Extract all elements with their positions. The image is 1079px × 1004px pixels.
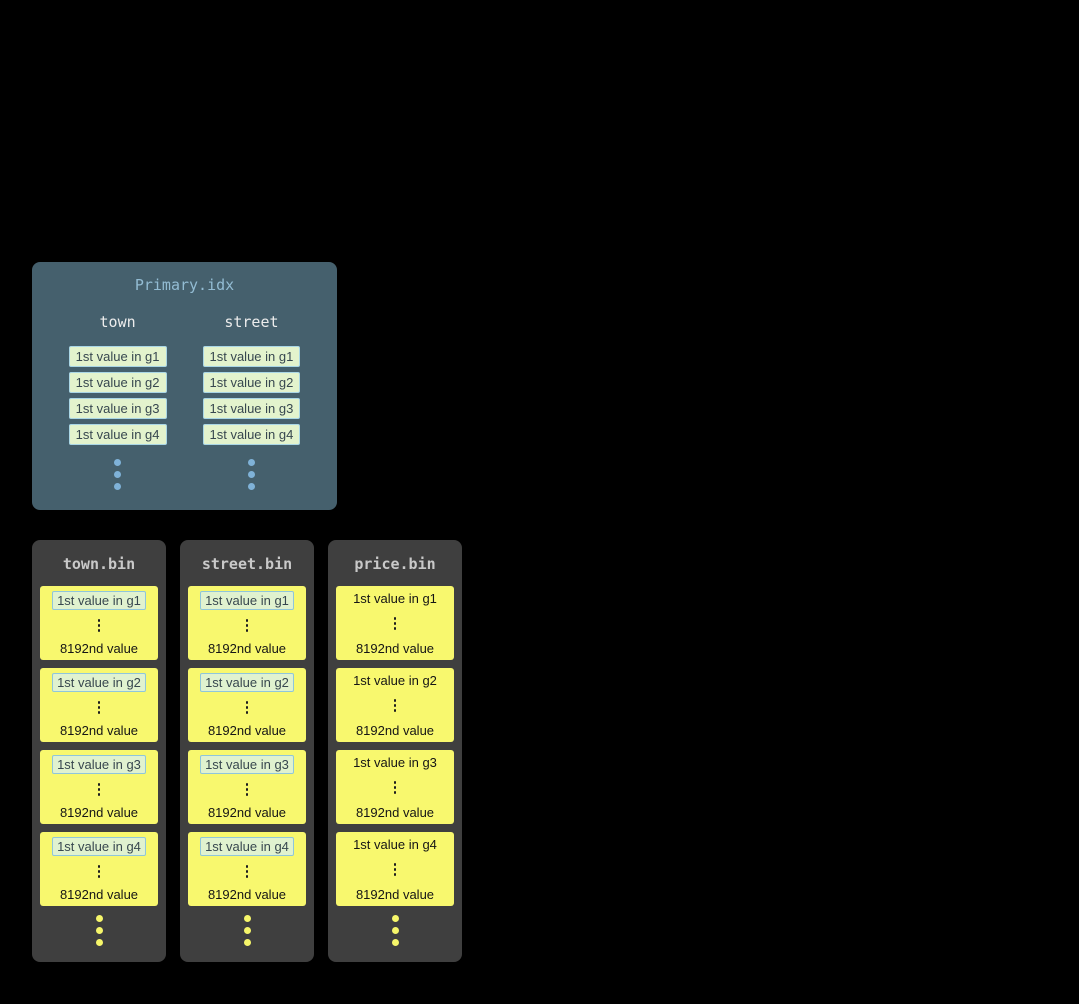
granule-first-value: 1st value in g2	[200, 673, 294, 692]
granule-block: 1st value in g1 8192nd value	[188, 586, 306, 660]
granule-first-value: 1st value in g4	[52, 837, 146, 856]
granule-ellipsis-icon	[393, 863, 397, 876]
granule-ellipsis-icon	[245, 783, 249, 796]
granule-first-value: 1st value in g3	[52, 755, 146, 774]
index-value-chip: 1st value in g3	[68, 398, 167, 419]
granule-last-value: 8192nd value	[355, 641, 435, 656]
granule-block: 1st value in g4 8192nd value	[188, 832, 306, 906]
bin-panel-street: street.bin 1st value in g1 8192nd value …	[180, 540, 314, 962]
granule-first-value: 1st value in g4	[200, 837, 294, 856]
primary-index-title: Primary.idx	[134, 276, 235, 294]
granule-ellipsis-icon	[97, 783, 101, 796]
column-header: town	[99, 313, 136, 331]
granule-block: 1st value in g4 8192nd value	[40, 832, 158, 906]
column-header: street	[224, 313, 279, 331]
granule-first-value: 1st value in g2	[353, 673, 437, 688]
granule-last-value: 8192nd value	[207, 887, 287, 902]
granule-first-value: 1st value in g4	[353, 837, 437, 852]
granule-ellipsis-icon	[393, 617, 397, 630]
ellipsis-dots-icon	[40, 915, 158, 946]
granule-ellipsis-icon	[245, 619, 249, 632]
granule-ellipsis-icon	[393, 699, 397, 712]
granule-first-value: 1st value in g3	[353, 755, 437, 770]
bin-panel-price: price.bin 1st value in g1 8192nd value 1…	[328, 540, 462, 962]
index-value-chip: 1st value in g4	[202, 424, 301, 445]
ellipsis-dots-icon	[336, 915, 454, 946]
granule-last-value: 8192nd value	[207, 805, 287, 820]
granule-ellipsis-icon	[97, 701, 101, 714]
ellipsis-dots-icon	[114, 459, 122, 490]
granule-first-value: 1st value in g3	[200, 755, 294, 774]
granule-last-value: 8192nd value	[355, 887, 435, 902]
granule-ellipsis-icon	[97, 619, 101, 632]
ellipsis-dots-icon	[247, 459, 255, 490]
granule-ellipsis-icon	[245, 865, 249, 878]
index-value-chip: 1st value in g1	[68, 346, 167, 367]
index-value-chip: 1st value in g1	[202, 346, 301, 367]
granule-block: 1st value in g4 8192nd value	[336, 832, 454, 906]
granule-block: 1st value in g3 8192nd value	[336, 750, 454, 824]
bin-files-row: town.bin 1st value in g1 8192nd value 1s…	[32, 540, 462, 962]
granule-first-value: 1st value in g1	[353, 591, 437, 606]
granule-ellipsis-icon	[393, 781, 397, 794]
primary-index-panel: Primary.idx town 1st value in g1 1st val…	[32, 262, 337, 510]
granule-block: 1st value in g3 8192nd value	[188, 750, 306, 824]
granule-last-value: 8192nd value	[355, 805, 435, 820]
index-value-chip: 1st value in g2	[202, 372, 301, 393]
ellipsis-dots-icon	[188, 915, 306, 946]
granule-last-value: 8192nd value	[59, 805, 139, 820]
bin-panel-town: town.bin 1st value in g1 8192nd value 1s…	[32, 540, 166, 962]
granule-block: 1st value in g2 8192nd value	[188, 668, 306, 742]
granule-ellipsis-icon	[245, 701, 249, 714]
index-value-chip: 1st value in g3	[202, 398, 301, 419]
bin-file-title: street.bin	[201, 555, 293, 573]
granule-last-value: 8192nd value	[207, 723, 287, 738]
granule-last-value: 8192nd value	[59, 887, 139, 902]
granule-last-value: 8192nd value	[59, 723, 139, 738]
primary-index-columns: town 1st value in g1 1st value in g2 1st…	[32, 313, 337, 490]
granule-ellipsis-icon	[97, 865, 101, 878]
index-value-chip: 1st value in g2	[68, 372, 167, 393]
primary-column-town: town 1st value in g1 1st value in g2 1st…	[68, 313, 167, 490]
granule-block: 1st value in g1 8192nd value	[40, 586, 158, 660]
bin-file-title: town.bin	[62, 555, 136, 573]
granule-first-value: 1st value in g1	[52, 591, 146, 610]
bin-file-title: price.bin	[354, 555, 436, 573]
primary-column-street: street 1st value in g1 1st value in g2 1…	[202, 313, 301, 490]
granule-block: 1st value in g1 8192nd value	[336, 586, 454, 660]
granule-last-value: 8192nd value	[59, 641, 139, 656]
granule-block: 1st value in g2 8192nd value	[40, 668, 158, 742]
granule-first-value: 1st value in g1	[200, 591, 294, 610]
granule-last-value: 8192nd value	[355, 723, 435, 738]
granule-block: 1st value in g3 8192nd value	[40, 750, 158, 824]
index-value-chip: 1st value in g4	[68, 424, 167, 445]
granule-last-value: 8192nd value	[207, 641, 287, 656]
granule-first-value: 1st value in g2	[52, 673, 146, 692]
granule-block: 1st value in g2 8192nd value	[336, 668, 454, 742]
